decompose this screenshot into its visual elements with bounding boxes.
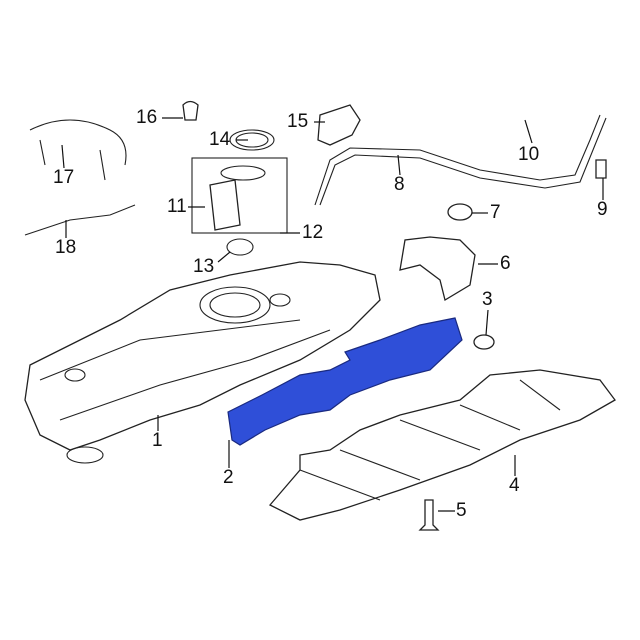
callout-16: 16 [136, 107, 158, 128]
callout-15: 15 [287, 111, 309, 132]
leader-lines [61, 117, 604, 512]
callout-14: 14 [209, 129, 231, 150]
callout-10: 10 [518, 144, 540, 165]
callout-18: 18 [55, 237, 77, 258]
callout-4: 4 [509, 475, 520, 496]
callout-8: 8 [394, 174, 405, 195]
callout-11: 11 [167, 196, 187, 217]
callout-6: 6 [500, 253, 511, 274]
callout-2: 2 [223, 467, 234, 488]
callout-3: 3 [482, 289, 493, 310]
callout-12: 12 [302, 222, 324, 243]
fuel-tank[interactable] [24, 261, 381, 451]
bracket[interactable] [399, 236, 476, 302]
callout-17: 17 [53, 167, 75, 188]
callout-5: 5 [456, 500, 467, 521]
heat-shield[interactable] [227, 317, 463, 446]
callout-1: 1 [152, 430, 163, 451]
skid-plate[interactable] [268, 369, 616, 521]
callout-13: 13 [193, 256, 215, 277]
callout-9: 9 [597, 199, 608, 220]
filler-pipe[interactable] [314, 114, 601, 206]
callout-7: 7 [490, 202, 501, 223]
